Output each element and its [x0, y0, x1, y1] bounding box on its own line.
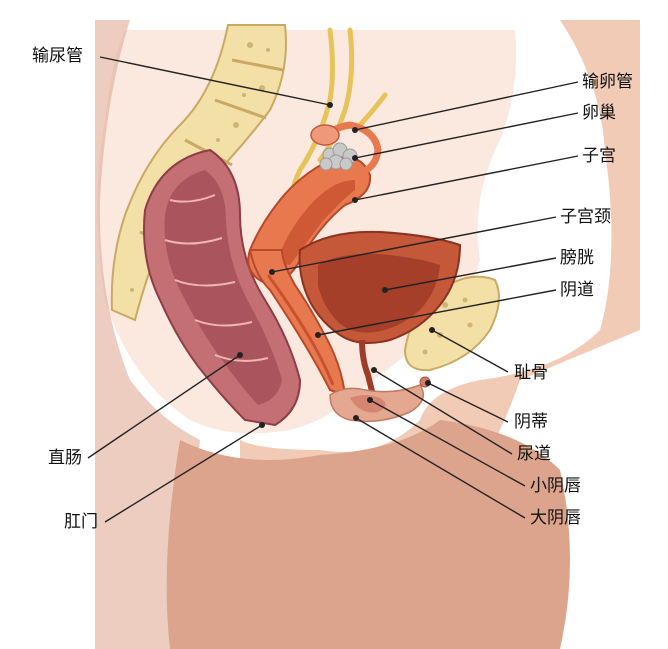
label-clitoris: 阴蒂 — [514, 412, 548, 432]
back-skin — [95, 20, 200, 649]
leader-vagina — [317, 289, 557, 336]
leader-clitoris — [427, 382, 509, 423]
leader-pubic-bone — [431, 329, 509, 373]
thigh — [166, 420, 570, 649]
leader-rectum — [87, 354, 241, 459]
label-cervix: 子宫颈 — [560, 207, 611, 227]
pubic-texture — [422, 297, 473, 355]
leader-ovary — [354, 112, 579, 159]
label-fallopian-tube: 输卵管 — [582, 72, 633, 92]
uterus-inner — [281, 180, 355, 265]
label-pubic-bone: 耻骨 — [514, 363, 548, 383]
leader-dots — [237, 102, 435, 428]
label-labia-minora: 小阴唇 — [530, 476, 581, 496]
leader-anus — [104, 424, 263, 523]
label-labia-majora: 大阴唇 — [530, 508, 581, 528]
label-anus: 肛门 — [64, 512, 98, 532]
rectum-folds — [164, 194, 269, 362]
vaginal-canal — [266, 274, 335, 386]
rectum-inner — [164, 170, 282, 405]
label-vagina: 阴道 — [560, 280, 594, 300]
bladder-inner — [318, 253, 440, 333]
leader-urethra — [373, 369, 513, 455]
label-ovary: 卵巢 — [582, 103, 616, 123]
labia-minora — [350, 395, 386, 413]
label-bladder: 膀胱 — [560, 248, 594, 268]
leader-uterus — [354, 155, 579, 201]
leader-labia-minora — [369, 399, 526, 487]
leader-labia-majora — [355, 417, 526, 519]
label-urethra: 尿道 — [517, 444, 551, 464]
leader-bladder — [384, 257, 557, 291]
leader-cervix — [271, 216, 557, 273]
fimbria — [310, 124, 340, 146]
pubic-bone — [403, 275, 500, 372]
leader-fallopian-tube — [354, 81, 579, 131]
ovary — [319, 142, 358, 171]
label-uterus: 子宫 — [582, 146, 616, 166]
leader-lines — [87, 56, 579, 523]
leader-ureter — [99, 56, 331, 106]
label-ureter: 输尿管 — [32, 46, 83, 66]
label-rectum: 直肠 — [48, 448, 82, 468]
